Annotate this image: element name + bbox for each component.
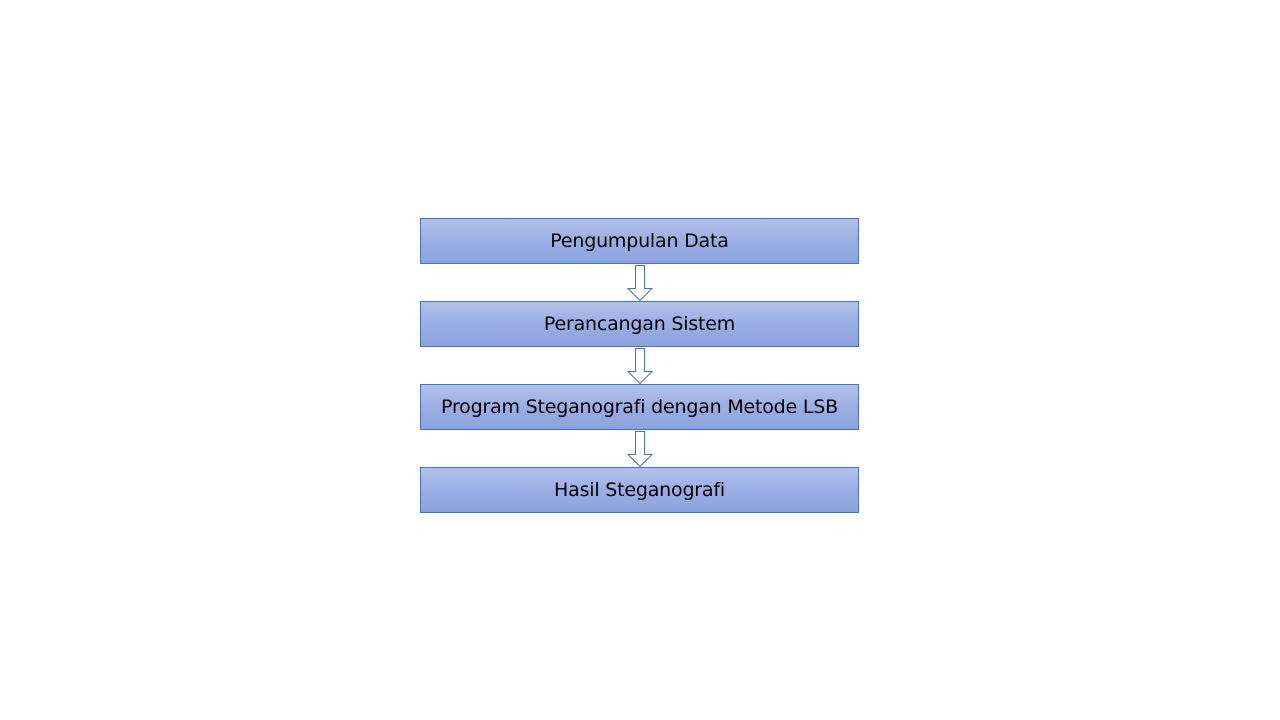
step-label: Pengumpulan Data [550,230,729,252]
step-label: Perancangan Sistem [543,313,736,335]
step-box-hasil-steganografi: Hasil Steganografi [420,467,859,513]
step-label: Hasil Steganografi [554,479,725,501]
down-arrow-icon [627,265,653,301]
step-box-program-steganografi: Program Steganografi dengan Metode LSB [420,384,859,430]
step-label: Program Steganografi dengan Metode LSB [441,396,838,418]
down-arrow-icon [627,348,653,384]
step-box-perancangan-sistem: Perancangan Sistem [420,301,859,347]
down-arrow-icon [627,431,653,467]
step-box-pengumpulan-data: Pengumpulan Data [420,218,859,264]
